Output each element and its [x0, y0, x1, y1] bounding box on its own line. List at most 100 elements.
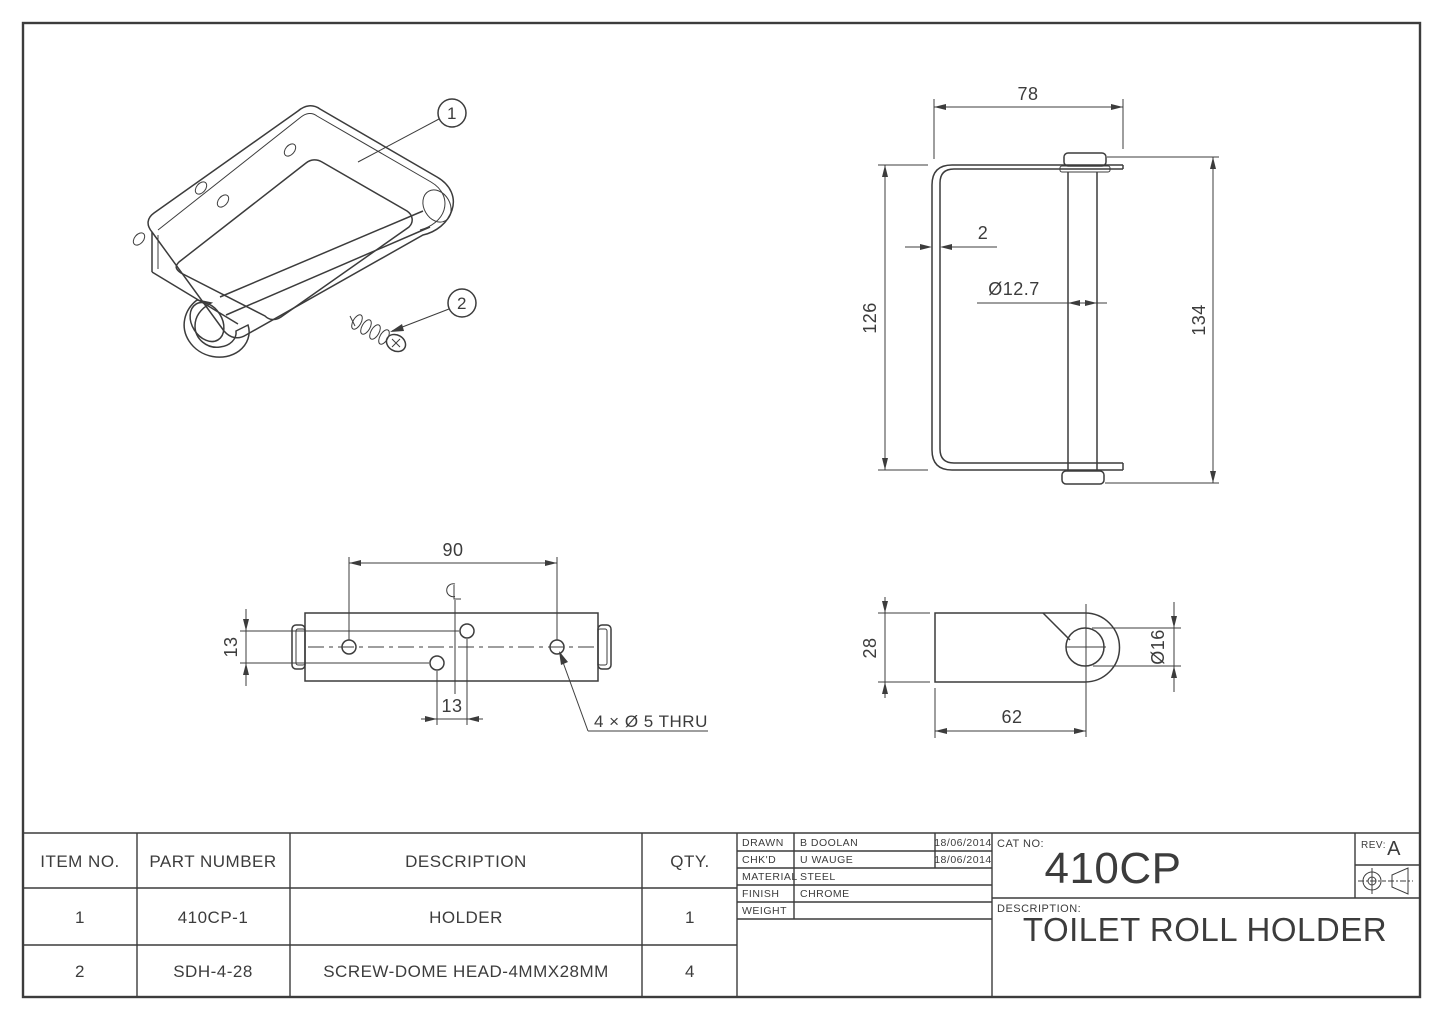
chkd-date: 18/06/2014 — [934, 854, 992, 866]
cell-qty: 1 — [685, 908, 695, 927]
hole-note-label: 4 × Ø 5 THRU — [594, 712, 708, 731]
parts-table: ITEM NO. PART NUMBER DESCRIPTION QTY. 1 … — [40, 852, 709, 981]
material-value: STEEL — [800, 871, 836, 883]
mounting-hole — [429, 655, 445, 671]
cat-no-value: 410CP — [1044, 844, 1181, 893]
cell-item-no: 1 — [75, 908, 85, 927]
sheet-wrap-edge — [1042, 612, 1071, 641]
description-label: DESCRIPTION: — [997, 903, 1081, 915]
title-block: DRAWN B DOOLAN 18/06/2014 CHK'D U WAUGE … — [742, 837, 1413, 948]
plate-hole — [283, 143, 297, 157]
holder-tray-opening — [175, 159, 413, 321]
cat-no-label: CAT NO: — [997, 838, 1044, 850]
screw-head — [385, 333, 407, 353]
tube-top-cap — [1063, 152, 1107, 167]
roller-mount-cap — [422, 189, 452, 223]
side-view: 28 62 Ø16 — [860, 597, 1181, 738]
roller-hook — [183, 299, 250, 358]
drawn-label: DRAWN — [742, 837, 784, 849]
dim-2-label: 2 — [978, 223, 989, 243]
cell-part-number: SDH-4-28 — [173, 962, 253, 981]
roller-top-edge — [219, 210, 424, 298]
balloon-1-label: 1 — [447, 104, 457, 123]
material-label: MATERIAL — [742, 871, 798, 883]
front-view: 78 2 Ø12.7 126 — [860, 84, 1219, 485]
bracket-outer-profile — [931, 164, 1123, 471]
dim-hole-dia-label: Ø16 — [1148, 629, 1168, 665]
left-end-cap — [291, 624, 306, 670]
sheet-border — [21, 21, 1422, 999]
cell-qty: 4 — [685, 962, 695, 981]
title-block-grid — [23, 832, 1420, 997]
cell-description: SCREW-DOME HEAD-4MMX28MM — [323, 962, 609, 981]
rev-label: REV: — [1361, 840, 1386, 851]
weight-label: WEIGHT — [742, 905, 787, 917]
left-end-cap-inner — [295, 628, 306, 666]
centerline-symbol — [446, 583, 461, 600]
balloon-1-circle — [437, 98, 467, 128]
screw-item — [349, 314, 407, 353]
dim-126: 126 — [860, 164, 928, 471]
chkd-label: CHK'D — [742, 854, 776, 866]
cell-part-number: 410CP-1 — [178, 908, 249, 927]
dim-134: 134 — [1105, 156, 1219, 484]
plate-hole — [194, 181, 208, 195]
wall-bottom-edge — [151, 271, 239, 325]
col-header-description: DESCRIPTION — [405, 852, 527, 871]
chkd-by: U WAUGE — [800, 854, 853, 866]
holder-plate-outline — [147, 105, 455, 339]
drawn-date: 18/06/2014 — [934, 837, 992, 849]
balloon-2-label: 2 — [457, 294, 467, 313]
balloon-2: 2 — [390, 288, 477, 332]
dim-hole-dia: Ø16 — [1092, 602, 1181, 692]
rev-value: A — [1387, 838, 1401, 860]
dim-tube-dia: Ø12.7 — [977, 279, 1107, 306]
dim-13-left: 13 — [221, 609, 459, 686]
dim-134-label: 134 — [1189, 304, 1209, 336]
dim-62: 62 — [934, 688, 1086, 738]
tube-top-collar — [1059, 165, 1111, 173]
right-end-cap — [597, 624, 612, 670]
finish-value: CHROME — [800, 888, 850, 900]
table-row: 2 SDH-4-28 SCREW-DOME HEAD-4MMX28MM 4 — [75, 962, 695, 981]
roller-bottom-edge — [225, 226, 431, 316]
hole-note-leader: 4 × Ø 5 THRU — [559, 651, 708, 732]
dim-tube-dia-label: Ø12.7 — [988, 279, 1040, 299]
cell-item-no: 2 — [75, 962, 85, 981]
dim-62-label: 62 — [1001, 707, 1022, 727]
cell-description: HOLDER — [429, 908, 503, 927]
isometric-view: 1 2 — [132, 98, 477, 358]
mounting-hole — [459, 623, 475, 639]
dim-90-label: 90 — [442, 540, 463, 560]
plan-view: 90 13 13 4 × Ø 5 THRU — [221, 540, 708, 732]
table-row: 1 410CP-1 HOLDER 1 — [75, 908, 695, 927]
roller-end-cap — [189, 301, 225, 343]
dim-90: 90 — [348, 540, 558, 640]
finish-label: FINISH — [742, 888, 779, 900]
balloon-1: 1 — [357, 98, 467, 163]
dim-13-bottom: 13 — [421, 639, 483, 725]
plate-hole — [216, 194, 230, 208]
balloon-2-circle — [447, 288, 477, 318]
tube-bottom-cap — [1061, 470, 1105, 485]
dim-13-left-label: 13 — [221, 636, 241, 657]
drawn-by: B DOOLAN — [800, 837, 858, 849]
plate-hole — [132, 232, 146, 246]
bracket-inner-profile — [939, 168, 1123, 464]
col-header-qty: QTY. — [670, 852, 709, 871]
dim-78: 78 — [933, 84, 1124, 159]
dim-28-label: 28 — [860, 637, 880, 658]
description-value: TOILET ROLL HOLDER — [1023, 911, 1387, 948]
holder-plate-inner-edge — [157, 113, 446, 231]
projection-symbol-icon — [1358, 867, 1413, 895]
right-end-cap-inner — [597, 628, 608, 666]
dim-78-label: 78 — [1017, 84, 1038, 104]
dim-126-label: 126 — [860, 302, 880, 334]
col-header-part-number: PART NUMBER — [149, 852, 276, 871]
dim-2: 2 — [905, 223, 997, 250]
dim-13-bottom-label: 13 — [441, 696, 462, 716]
col-header-item-no: ITEM NO. — [40, 852, 120, 871]
side-profile — [934, 612, 1121, 683]
